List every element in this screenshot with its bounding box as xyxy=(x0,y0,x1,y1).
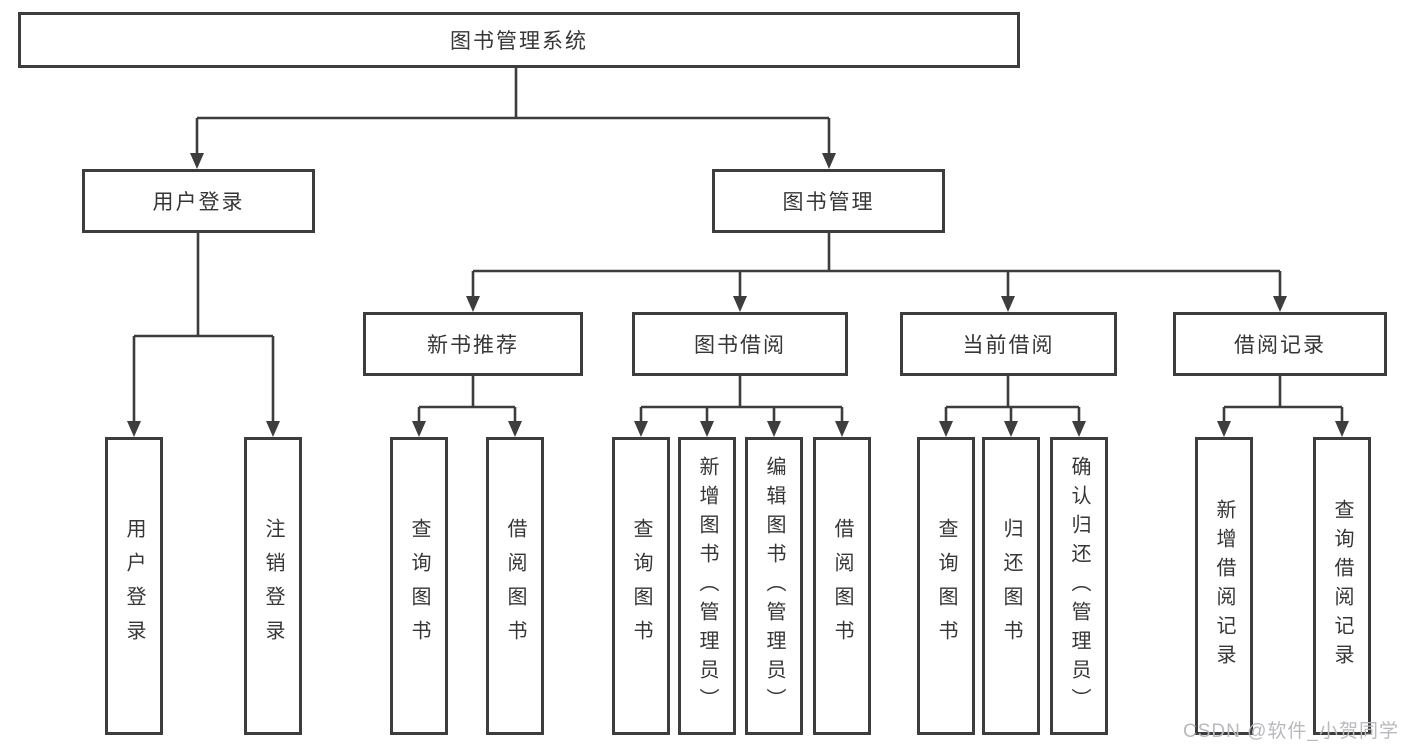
leaf-borrow-books-label: 借阅图书 xyxy=(831,518,853,654)
leaf-query-books-borrow: 查询图书 xyxy=(612,437,670,735)
leaf-query-books-recommend-label: 查询图书 xyxy=(408,518,430,654)
node-borrowing-records-label: 借阅记录 xyxy=(1234,334,1326,357)
leaf-add-books-admin-label: 新增图书（管理员） xyxy=(696,455,718,717)
leaf-return-books: 归还图书 xyxy=(982,437,1040,735)
node-borrowing-records: 借阅记录 xyxy=(1173,312,1387,376)
node-current-borrowing: 当前借阅 xyxy=(900,312,1117,376)
leaf-logout: 注销登录 xyxy=(244,437,302,735)
leaf-query-books-current-label: 查询图书 xyxy=(935,518,957,654)
leaf-query-books-current: 查询图书 xyxy=(917,437,975,735)
leaf-query-borrow-record-label: 查询借阅记录 xyxy=(1331,499,1353,673)
leaf-edit-books-admin-label: 编辑图书（管理员） xyxy=(763,455,785,717)
leaf-confirm-return-admin: 确认归还（管理员） xyxy=(1050,437,1108,735)
leaf-user-login: 用户登录 xyxy=(105,437,163,735)
node-book-borrowing: 图书借阅 xyxy=(632,312,848,376)
watermark: CSDN @软件_小贺同学 xyxy=(1183,721,1399,742)
leaf-borrow-books-recommend: 借阅图书 xyxy=(486,437,544,735)
node-book-management-label: 图书管理 xyxy=(782,191,875,214)
leaf-user-login-label: 用户登录 xyxy=(123,518,145,654)
leaf-query-books-recommend: 查询图书 xyxy=(390,437,448,735)
node-user-login-label: 用户登录 xyxy=(152,191,245,214)
node-user-login: 用户登录 xyxy=(82,169,315,233)
node-current-borrowing-label: 当前借阅 xyxy=(962,334,1055,357)
leaf-edit-books-admin: 编辑图书（管理员） xyxy=(745,437,803,735)
node-new-book-recommendation: 新书推荐 xyxy=(363,312,583,376)
leaf-add-borrow-record-label: 新增借阅记录 xyxy=(1213,499,1235,673)
leaf-borrow-books-recommend-label: 借阅图书 xyxy=(504,518,526,654)
node-root: 图书管理系统 xyxy=(18,12,1020,68)
leaf-query-borrow-record: 查询借阅记录 xyxy=(1313,437,1371,735)
leaf-borrow-books: 借阅图书 xyxy=(813,437,871,735)
leaf-add-books-admin: 新增图书（管理员） xyxy=(678,437,736,735)
node-root-label: 图书管理系统 xyxy=(450,30,588,53)
leaf-add-borrow-record: 新增借阅记录 xyxy=(1195,437,1253,735)
leaf-query-books-borrow-label: 查询图书 xyxy=(630,518,652,654)
leaf-confirm-return-admin-label: 确认归还（管理员） xyxy=(1068,455,1090,717)
node-book-management: 图书管理 xyxy=(712,169,945,233)
node-book-borrowing-label: 图书借阅 xyxy=(694,334,786,357)
node-new-book-recommendation-label: 新书推荐 xyxy=(427,334,519,357)
leaf-logout-label: 注销登录 xyxy=(262,518,284,654)
leaf-return-books-label: 归还图书 xyxy=(1000,518,1022,654)
